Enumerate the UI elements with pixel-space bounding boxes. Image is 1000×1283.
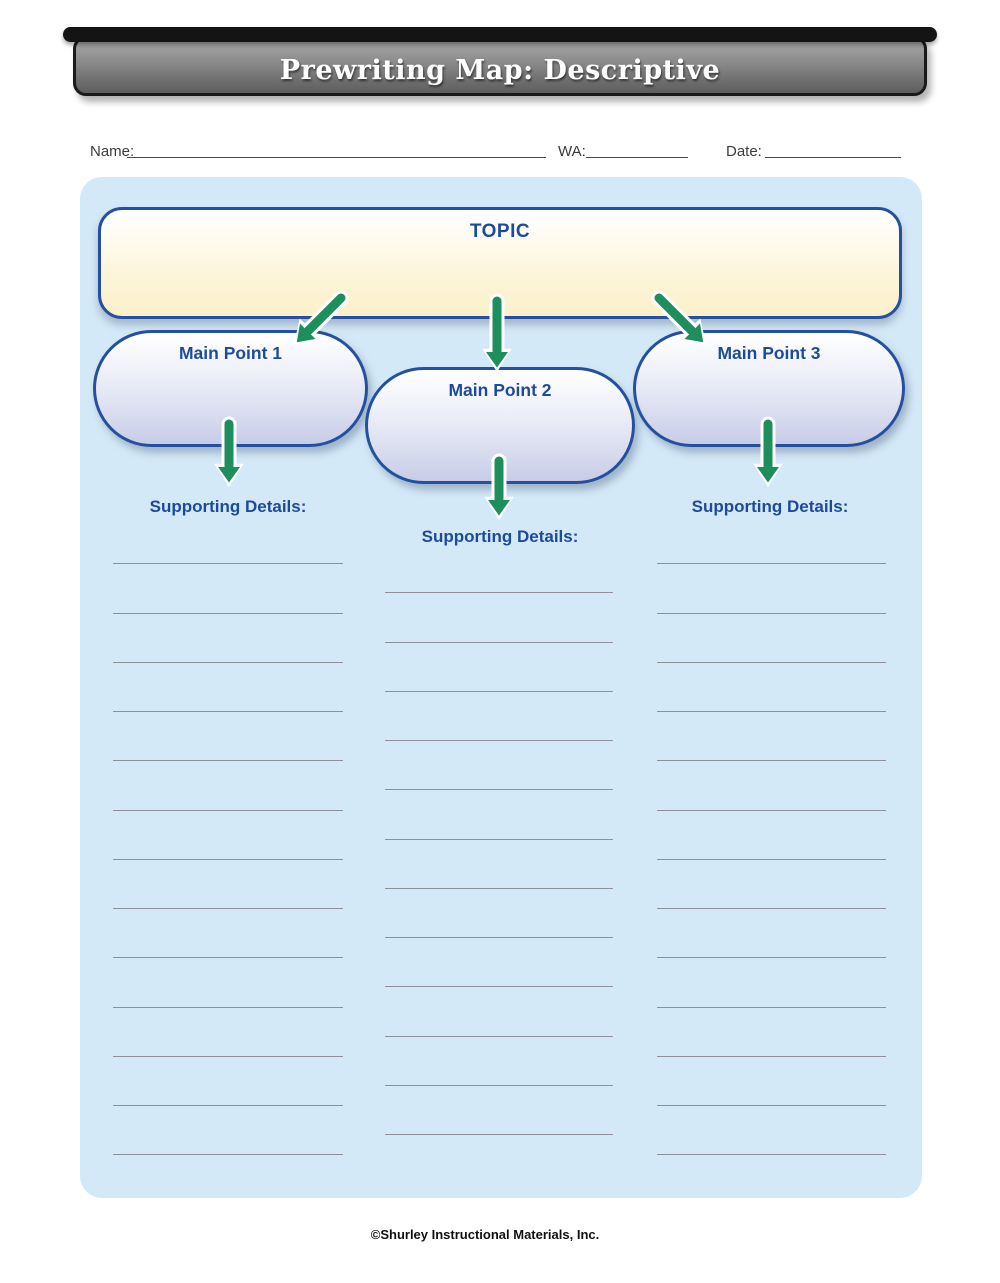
writing-line[interactable] (113, 958, 343, 1008)
main-point-3-label: Main Point 3 (717, 343, 821, 363)
writing-line[interactable] (657, 761, 886, 811)
writing-line[interactable] (657, 515, 886, 565)
writing-line[interactable] (657, 860, 886, 909)
writing-line[interactable] (657, 564, 886, 614)
supporting-details-heading-1: Supporting Details: (149, 497, 307, 516)
writing-line[interactable] (385, 938, 613, 988)
supporting-details-heading-3: Supporting Details: (691, 497, 849, 516)
main-point-3-oval[interactable]: Main Point 3 (633, 330, 905, 447)
writing-line[interactable] (657, 1057, 886, 1106)
writing-line[interactable] (385, 1086, 613, 1135)
writing-line[interactable] (113, 564, 343, 614)
writing-line[interactable] (657, 909, 886, 959)
writing-line[interactable] (657, 663, 886, 712)
writing-line[interactable] (657, 811, 886, 860)
name-label: Name: (90, 143, 135, 160)
topic-label: TOPIC (469, 221, 531, 242)
writing-line[interactable] (657, 712, 886, 762)
supporting-details-heading-2: Supporting Details: (421, 527, 579, 546)
date-field-line[interactable] (765, 157, 901, 158)
writing-line[interactable] (385, 1037, 613, 1086)
writing-line[interactable] (657, 1106, 886, 1156)
writing-line[interactable] (113, 712, 343, 762)
writing-line[interactable] (113, 663, 343, 712)
writing-line[interactable] (385, 840, 613, 889)
writing-line[interactable] (385, 692, 613, 741)
main-point-1-oval[interactable]: Main Point 1 (93, 330, 368, 447)
date-label: Date: (726, 143, 762, 160)
writing-line[interactable] (113, 614, 343, 663)
writing-line[interactable] (657, 1008, 886, 1057)
writing-line[interactable] (385, 544, 613, 594)
writing-line[interactable] (113, 811, 343, 860)
writing-line[interactable] (113, 1057, 343, 1106)
writing-line[interactable] (113, 860, 343, 909)
supporting-details-lines-1 (113, 515, 343, 1156)
writing-line[interactable] (385, 889, 613, 938)
writing-line[interactable] (113, 909, 343, 959)
writing-line[interactable] (385, 741, 613, 791)
writing-line[interactable] (385, 593, 613, 643)
copyright-text: ©Shurley Instructional Materials, Inc. (370, 1227, 600, 1242)
writing-line[interactable] (657, 614, 886, 663)
writing-line[interactable] (385, 643, 613, 692)
name-field-line[interactable] (127, 157, 546, 158)
writing-line[interactable] (657, 958, 886, 1008)
writing-line[interactable] (113, 761, 343, 811)
header-top-bar (63, 27, 937, 42)
page-title: Prewriting Map: Descriptive (279, 54, 721, 86)
writing-line[interactable] (385, 790, 613, 840)
supporting-details-lines-2 (385, 544, 613, 1135)
topic-box[interactable]: TOPIC (98, 207, 902, 319)
wa-field-line[interactable] (586, 157, 688, 158)
writing-line[interactable] (113, 1008, 343, 1057)
wa-label: WA: (558, 143, 586, 160)
main-point-1-label: Main Point 1 (178, 343, 283, 363)
writing-line[interactable] (113, 515, 343, 565)
supporting-details-lines-3 (657, 515, 886, 1156)
writing-line[interactable] (113, 1106, 343, 1156)
main-point-2-oval[interactable]: Main Point 2 (365, 367, 635, 484)
header-banner: Prewriting Map: Descriptive (73, 36, 927, 96)
main-point-2-label: Main Point 2 (448, 380, 552, 400)
writing-line[interactable] (385, 987, 613, 1037)
